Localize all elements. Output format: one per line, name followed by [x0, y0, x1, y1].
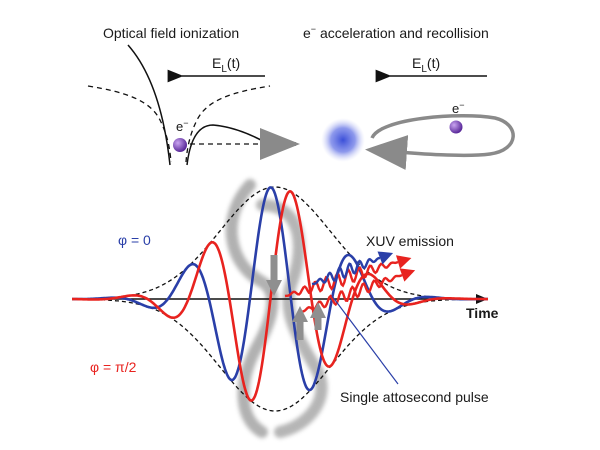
xuv-burst-red-1 — [284, 260, 399, 298]
xuv-burst-blue — [311, 256, 381, 286]
parent-ion — [321, 118, 365, 162]
wave-layer — [72, 186, 488, 402]
right-panel: e− acceleration and recollision EL(t) e− — [303, 24, 515, 170]
envelope-upper — [80, 186, 480, 300]
xuv-emission-label: XUV emission — [366, 233, 454, 249]
wave-phase-zero — [72, 186, 488, 392]
electron-bound — [173, 138, 187, 152]
distorted-potential-right — [186, 124, 276, 166]
coulomb-potential-left-branch — [87, 85, 172, 163]
attosecond-pulse-label: Single attosecond pulse — [340, 389, 489, 405]
phase-pi2-label: φ = π/2 — [90, 359, 137, 375]
xuv-burst-red-2-arrowhead — [399, 268, 416, 282]
wave-phase-pi2 — [72, 189, 488, 402]
waveform-panel: Time φ = 0 φ = π/2 XUV emission Single a… — [72, 179, 499, 438]
recollision-trajectory — [365, 114, 515, 170]
xuv-burst-blue-arrowhead — [377, 251, 394, 265]
right-panel-title: e− acceleration and recollision — [303, 24, 489, 41]
distorted-potential-left — [127, 44, 171, 166]
gray-electron-path-left — [225, 179, 279, 438]
xuv-burst-red-1-arrowhead — [395, 255, 412, 269]
left-panel-title: Optical field ionization — [103, 25, 239, 41]
electron-free — [449, 120, 463, 134]
right-electron-label: e− — [452, 100, 465, 116]
coulomb-potential-right-branch — [185, 85, 271, 163]
right-field-label: EL(t) — [412, 55, 440, 75]
attosecond-pointer-line — [331, 295, 399, 385]
left-panel: Optical field ionization EL(t) e− — [87, 25, 300, 166]
recollision-arrowhead-down — [266, 280, 282, 296]
left-electron-label: e− — [176, 118, 189, 134]
time-axis-label: Time — [466, 305, 499, 321]
phase-zero-label: φ = 0 — [118, 232, 151, 248]
gray-electron-path-right — [256, 199, 328, 438]
left-field-label: EL(t) — [212, 55, 240, 75]
recollision-arrowhead-up-1 — [292, 306, 308, 322]
recollision-arrowhead-up-2 — [310, 302, 326, 318]
